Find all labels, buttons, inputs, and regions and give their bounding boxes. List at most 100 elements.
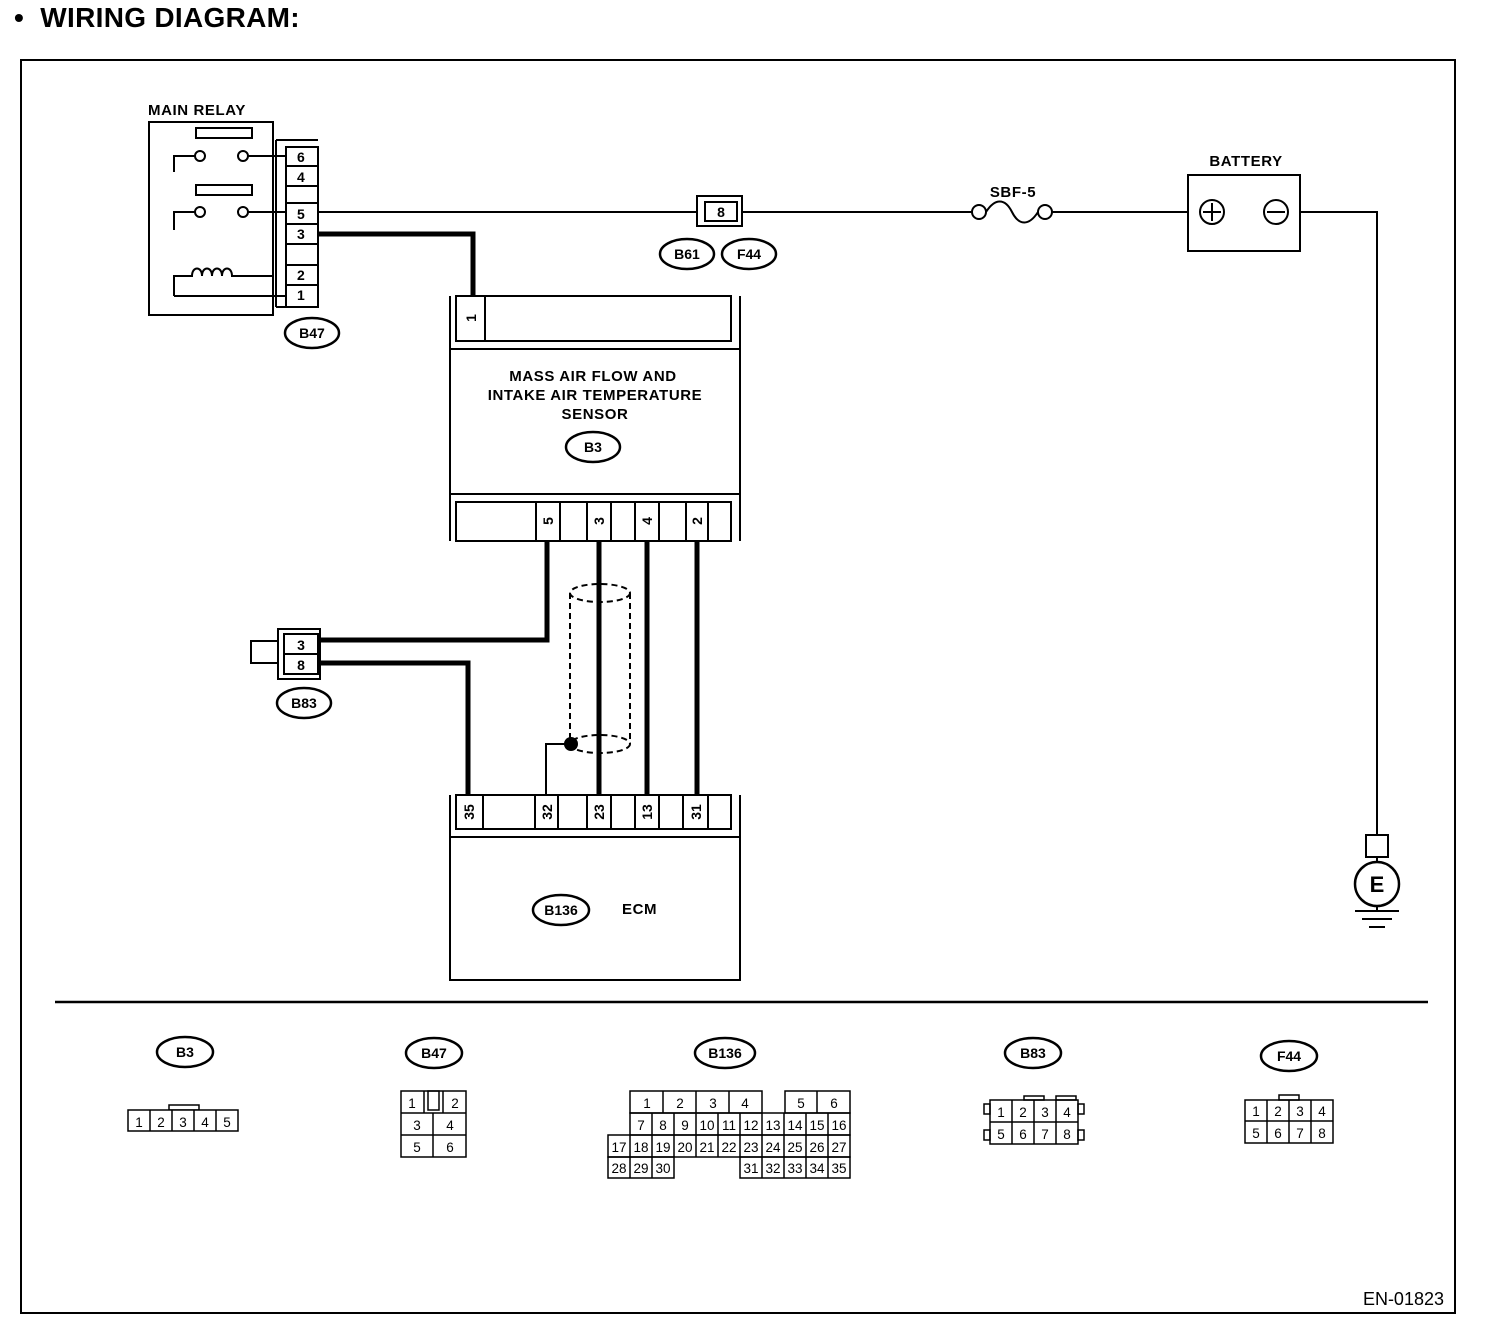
b136-view-pin-2: 2 <box>676 1096 684 1111</box>
b83-connector-id: B83 <box>291 695 317 711</box>
ecm-pin-13: 13 <box>639 804 655 820</box>
b136-view-pin-25: 25 <box>787 1140 802 1155</box>
maf-label-line-1: MASS AIR FLOW AND <box>509 368 676 385</box>
page-title: • WIRING DIAGRAM: <box>14 2 300 34</box>
maf-pin-1: 1 <box>463 314 479 322</box>
relay-pin-1: 1 <box>297 287 305 303</box>
f44-view-pin-3: 3 <box>1296 1104 1304 1119</box>
main-relay-label: MAIN RELAY <box>148 102 246 119</box>
b83-view-pin-2: 2 <box>1019 1105 1027 1120</box>
connector-view-b47: B47 1 2 3 4 5 6 <box>400 1036 467 1158</box>
relay-connector-id: B47 <box>299 325 325 341</box>
b136-view-id: B136 <box>708 1045 742 1061</box>
b136-view-pin-26: 26 <box>809 1140 824 1155</box>
b47-view-pin-2: 2 <box>451 1096 459 1111</box>
f44-view-id: F44 <box>1277 1048 1301 1064</box>
b83-view-pin-6: 6 <box>1019 1127 1027 1142</box>
b83-view-pin-3: 3 <box>1041 1105 1049 1120</box>
ecm-pin-23: 23 <box>591 804 607 820</box>
b136-view-pin-34: 34 <box>809 1161 825 1176</box>
maf-pin-2: 2 <box>689 517 705 525</box>
b136-view-pin-9: 9 <box>681 1118 689 1133</box>
maf-label-line-3: SENSOR <box>562 406 629 423</box>
maf-pin-5: 5 <box>540 517 556 525</box>
b136-view-pin-24: 24 <box>765 1140 781 1155</box>
b47-view-pin-6: 6 <box>446 1140 454 1155</box>
connector-view-b3: B3 1 2 3 4 5 <box>127 1035 239 1132</box>
b136-view-pin-10: 10 <box>699 1118 714 1133</box>
b136-view-pin-14: 14 <box>787 1118 803 1133</box>
b136-view-pin-17: 17 <box>611 1140 626 1155</box>
f44-view-pin-6: 6 <box>1274 1126 1282 1141</box>
main-relay: MAIN RELAY 6 4 5 3 <box>148 102 341 350</box>
b136-view-pin-27: 27 <box>831 1140 846 1155</box>
b136-view-pin-30: 30 <box>655 1161 670 1176</box>
relay-pin-2: 2 <box>297 267 305 283</box>
b136-view-pin-20: 20 <box>677 1140 692 1155</box>
maf-pin-4: 4 <box>639 517 655 525</box>
ground-label: E <box>1370 872 1385 897</box>
b3-view-pin-5: 5 <box>223 1115 231 1130</box>
b83-pin-8: 8 <box>297 657 305 673</box>
b83-view-pin-4: 4 <box>1063 1105 1071 1120</box>
f44-view-pin-7: 7 <box>1296 1126 1304 1141</box>
ecm-pin-35: 35 <box>461 804 477 820</box>
b3-view-pin-3: 3 <box>179 1115 187 1130</box>
b136-view-pin-1: 1 <box>643 1096 651 1111</box>
b47-view-pin-5: 5 <box>413 1140 421 1155</box>
b136-view-pin-5: 5 <box>797 1096 805 1111</box>
b3-view-pin-1: 1 <box>135 1115 143 1130</box>
b136-view-pin-28: 28 <box>611 1161 626 1176</box>
joint-pin-8: 8 <box>717 204 725 220</box>
ground-e: E <box>1353 834 1401 928</box>
diagram-frame <box>20 59 1456 1314</box>
b83-pin-3: 3 <box>297 637 305 653</box>
f44-view-pin-1: 1 <box>1252 1104 1260 1119</box>
title-text: WIRING DIAGRAM: <box>40 2 300 33</box>
b136-view-pin-8: 8 <box>659 1118 667 1133</box>
b3-view-pin-2: 2 <box>157 1115 165 1130</box>
ecm: 35 32 23 13 31 B136 ECM <box>449 794 741 981</box>
b136-view-pin-32: 32 <box>765 1161 780 1176</box>
b83-view-pin-7: 7 <box>1041 1127 1049 1142</box>
b136-view-pin-19: 19 <box>655 1140 670 1155</box>
b136-view-pin-7: 7 <box>637 1118 645 1133</box>
b136-view-pin-21: 21 <box>699 1140 714 1155</box>
relay-pin-3: 3 <box>297 226 305 242</box>
b47-view-pin-1: 1 <box>408 1096 416 1111</box>
b136-view-pin-33: 33 <box>787 1161 802 1176</box>
relay-pin-6: 6 <box>297 149 305 165</box>
title-bullet: • <box>14 2 25 33</box>
b47-view-pin-4: 4 <box>446 1118 454 1133</box>
b136-view-pin-12: 12 <box>743 1118 758 1133</box>
b136-view-pin-16: 16 <box>831 1118 846 1133</box>
relay-pin-5: 5 <box>297 206 305 222</box>
fuse-label: SBF-5 <box>990 184 1036 201</box>
f44-view-pin-8: 8 <box>1318 1126 1326 1141</box>
ecm-pin-31: 31 <box>688 804 704 820</box>
b136-view-pin-4: 4 <box>741 1096 749 1111</box>
b136-view-pin-35: 35 <box>831 1161 846 1176</box>
b136-view-pin-11: 11 <box>722 1118 736 1133</box>
b136-view-pin-22: 22 <box>721 1140 736 1155</box>
shield-ground-node <box>564 737 578 751</box>
relay-pin-4: 4 <box>297 169 305 185</box>
b47-view-pin-3: 3 <box>413 1118 421 1133</box>
maf-connector-id: B3 <box>584 439 602 455</box>
b83-view-pin-8: 8 <box>1063 1127 1071 1142</box>
joint-connector: 8 B61 F44 <box>658 195 778 271</box>
b136-view-pin-31: 31 <box>743 1161 758 1176</box>
b3-view-pin-4: 4 <box>201 1115 209 1130</box>
b136-view-pin-6: 6 <box>830 1096 838 1111</box>
f44-view-pin-4: 4 <box>1318 1104 1326 1119</box>
battery-label: BATTERY <box>1209 153 1282 170</box>
ecm-label: ECM <box>622 901 657 918</box>
connector-view-b136: B136 1 2 3 4 5 <box>607 1036 851 1179</box>
b136-view-pin-29: 29 <box>633 1161 648 1176</box>
battery: BATTERY <box>1187 153 1301 252</box>
b3-view-id: B3 <box>176 1044 194 1060</box>
f44-view-pin-5: 5 <box>1252 1126 1260 1141</box>
b83-view-pin-5: 5 <box>997 1127 1005 1142</box>
joint-connector-b61: B61 <box>674 246 700 262</box>
document-id: EN-01823 <box>1363 1289 1444 1309</box>
